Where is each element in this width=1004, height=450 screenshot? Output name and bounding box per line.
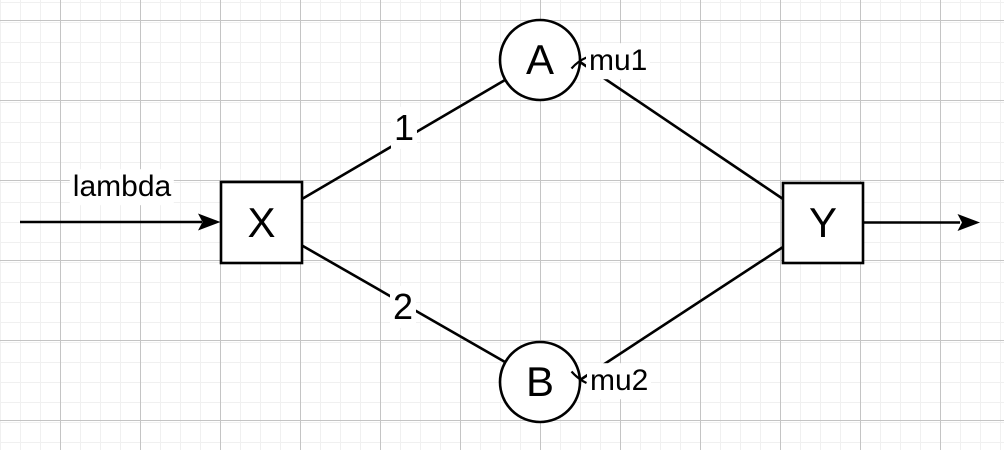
label-branch-2[interactable]: 2 — [389, 285, 417, 329]
output-arrowhead-icon — [957, 214, 980, 231]
leader-hook-mu2 — [570, 370, 587, 384]
node-b-label: B — [525, 358, 554, 405]
label-branch-1[interactable]: 1 — [390, 106, 418, 150]
node-a-label: A — [525, 36, 554, 83]
label-lambda[interactable]: lambda — [69, 169, 175, 205]
node-y-shape[interactable] — [781, 181, 865, 265]
node-y-label: Y — [808, 199, 837, 246]
input-arrowhead-icon — [198, 213, 221, 231]
label-mu1[interactable]: mu1 — [586, 43, 651, 79]
node-x-shape[interactable] — [219, 180, 304, 265]
edge-a-to-y[interactable] — [579, 60, 784, 201]
label-mu2[interactable]: mu2 — [587, 363, 652, 399]
node-b-shape[interactable] — [498, 340, 582, 424]
leader-hook-mu1 — [570, 56, 587, 70]
node-x-label: X — [247, 198, 276, 246]
edge-b-to-y[interactable] — [579, 245, 784, 382]
